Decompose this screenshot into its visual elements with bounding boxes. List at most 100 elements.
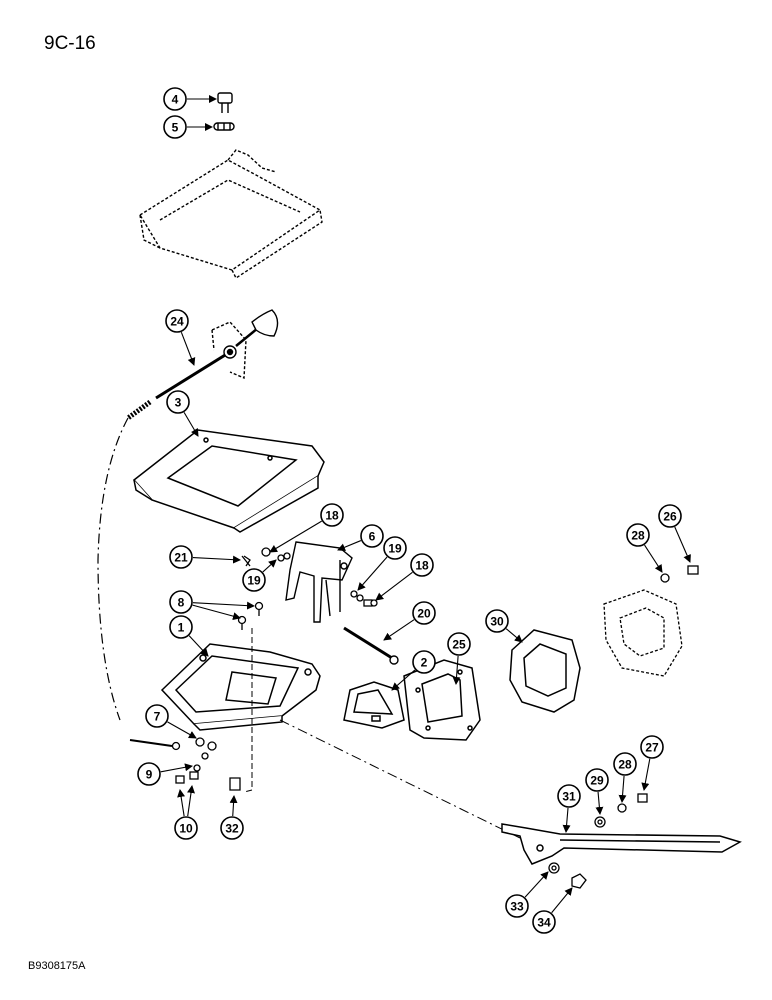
callout-number: 19: [247, 574, 261, 588]
callout-8: 8: [169, 590, 255, 621]
callout-leader: [160, 763, 193, 773]
callout-number: 29: [590, 774, 604, 788]
page-title: 9C-16: [44, 33, 96, 54]
callout-number: 27: [645, 741, 659, 755]
callout-number: 28: [631, 529, 645, 543]
callout-circle: [163, 115, 187, 139]
callout-circle: [412, 601, 436, 625]
callout-number: 34: [537, 916, 551, 930]
callout-number: 21: [174, 551, 188, 565]
mounting-screws: [237, 601, 264, 630]
callout-number: 20: [417, 607, 431, 621]
callout-leader: [524, 871, 549, 898]
callout-leader: [177, 789, 186, 817]
callout-27: 27: [640, 735, 664, 791]
cover-plate: [343, 681, 405, 729]
alignment-line-pedal: [279, 719, 521, 839]
callout-number: 10: [179, 822, 193, 836]
callout-leader: [641, 758, 651, 791]
callout-number: 32: [225, 822, 239, 836]
callout-leader: [383, 619, 415, 641]
callout-number: 33: [510, 900, 524, 914]
callout-2: 2: [391, 650, 436, 691]
callout-circle: [137, 762, 161, 786]
callout-circle: [165, 309, 189, 333]
callout-9: 9: [137, 762, 193, 786]
callout-33: 33: [505, 871, 549, 918]
callout-28: 28: [626, 523, 663, 573]
callout-number: 30: [490, 615, 504, 629]
callout-circle: [360, 524, 384, 548]
callout-leader: [192, 555, 241, 564]
callout-circle: [447, 632, 471, 656]
console-base-plate: [160, 643, 321, 731]
callout-26: 26: [658, 504, 691, 563]
callout-number: 9: [146, 768, 153, 782]
callout-circle: [169, 545, 193, 569]
pivot-rod: [343, 626, 399, 665]
callout-number: 4: [172, 93, 179, 107]
callout-leader: [188, 635, 209, 657]
callout-circle: [626, 523, 650, 547]
callout-number: 28: [618, 758, 632, 772]
callout-5: 5: [163, 115, 213, 139]
callout-number: 5: [172, 121, 179, 135]
callout-circle: [485, 609, 509, 633]
callout-10: 10: [174, 785, 198, 840]
rod-end-hardware: [129, 737, 241, 791]
callout-circle: [532, 910, 556, 934]
callout-circle: [505, 894, 529, 918]
callout-circle: [640, 735, 664, 759]
seat-bolt: [217, 92, 233, 113]
callout-leader: [262, 559, 277, 573]
document-reference: B9308175A: [28, 960, 86, 972]
callout-leader: [187, 785, 195, 817]
callout-circle: [410, 553, 434, 577]
callout-circle: [383, 536, 407, 560]
callout-leader: [180, 331, 196, 366]
callout-leader: [229, 795, 238, 817]
pedal-arm: [501, 823, 742, 865]
callout-circle: [320, 503, 344, 527]
callout-circle: [169, 590, 193, 614]
callout-leader: [505, 628, 523, 643]
callout-leader: [192, 601, 255, 610]
callout-circle: [169, 615, 193, 639]
console-bezel: [132, 429, 325, 533]
alignment-line-screws: [243, 628, 253, 793]
callout-34: 34: [532, 887, 573, 934]
callout-3: 3: [166, 390, 199, 437]
callout-25: 25: [447, 632, 471, 685]
seat-spring: [213, 122, 235, 131]
callout-number: 1: [178, 621, 185, 635]
callout-number: 31: [562, 790, 576, 804]
seat-cushion-outline: [139, 149, 323, 280]
callout-number: 2: [421, 656, 428, 670]
callout-number: 6: [369, 530, 376, 544]
callout-number: 18: [325, 509, 339, 523]
linkage-routing-line: [97, 417, 129, 721]
callout-number: 25: [452, 638, 466, 652]
callout-30: 30: [485, 609, 523, 643]
callout-18: 18: [375, 553, 434, 601]
callout-circle: [220, 816, 244, 840]
callout-number: 26: [663, 510, 677, 524]
callout-32: 32: [220, 795, 244, 840]
console-gasket: [403, 659, 481, 741]
floor-panel-outline: [603, 589, 683, 677]
callout-circle: [613, 752, 637, 776]
callout-18: 18: [269, 503, 344, 553]
callout-31: 31: [557, 784, 581, 833]
callout-leader: [183, 412, 199, 437]
callout-circle: [658, 504, 682, 528]
callout-circle: [412, 650, 436, 674]
callout-6: 6: [337, 524, 384, 552]
callout-circle: [163, 87, 187, 111]
callout-leader: [674, 526, 691, 563]
callout-7: 7: [145, 704, 197, 739]
callout-1: 1: [169, 615, 209, 657]
callout-number: 24: [170, 315, 184, 329]
rubber-boot: [509, 629, 581, 713]
